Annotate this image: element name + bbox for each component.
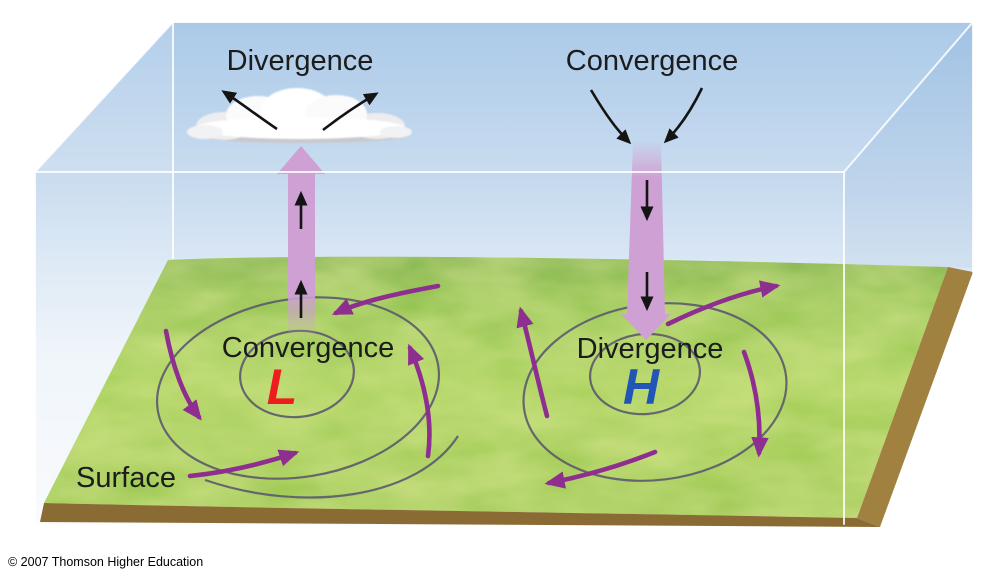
surface-convergence-label: Convergence	[222, 332, 395, 364]
downdraft-arrow-icon	[621, 142, 671, 340]
isobar-ellipse	[155, 296, 441, 480]
divergence-aloft-arrow-icon	[221, 90, 278, 131]
surface-label: Surface	[76, 462, 176, 494]
convergence-aloft-arrows	[589, 87, 704, 145]
convergence-aloft-arrow-icon	[663, 87, 704, 144]
convergence-aloft-label: Convergence	[566, 45, 739, 77]
divergence-aloft-label: Divergence	[227, 45, 374, 77]
credit-line: © 2007 Thomson Higher Education	[8, 555, 203, 569]
grass-surface	[44, 256, 948, 518]
cyclonic-inflow-arrow-icon	[407, 343, 432, 459]
divergence-aloft-arrow-icon	[322, 92, 379, 132]
soil-front-face	[40, 503, 880, 527]
isobar-arc	[204, 435, 459, 499]
soil-side-face	[857, 267, 973, 527]
anticyclonic-outflow-arrow-icon	[516, 306, 550, 419]
box-top-face	[35, 22, 973, 172]
box-right-face	[844, 22, 973, 268]
convergence-aloft-arrow-icon	[589, 89, 632, 145]
box-edges	[34, 21, 974, 525]
cyclonic-inflow-arrow-icon	[163, 328, 202, 421]
low-pressure-symbol: L	[267, 359, 298, 415]
cloud-icon	[187, 88, 412, 143]
cyclonic-inflow-arrow-icon	[187, 449, 300, 479]
high-pressure-symbol: H	[623, 359, 660, 415]
cyclonic-inflow-arrow-icon	[331, 283, 441, 316]
divergence-aloft-arrows	[221, 90, 379, 132]
cyclonic-inflow-arrows	[163, 283, 441, 479]
updraft-arrow-icon	[277, 146, 325, 336]
anticyclonic-outflow-arrow-icon	[741, 349, 769, 458]
anticyclonic-outflow-arrows	[516, 280, 781, 489]
anticyclonic-outflow-arrow-icon	[544, 449, 658, 489]
anticyclonic-outflow-arrow-icon	[665, 280, 781, 327]
box-left-face	[35, 22, 173, 505]
surface-divergence-label: Divergence	[577, 333, 724, 365]
